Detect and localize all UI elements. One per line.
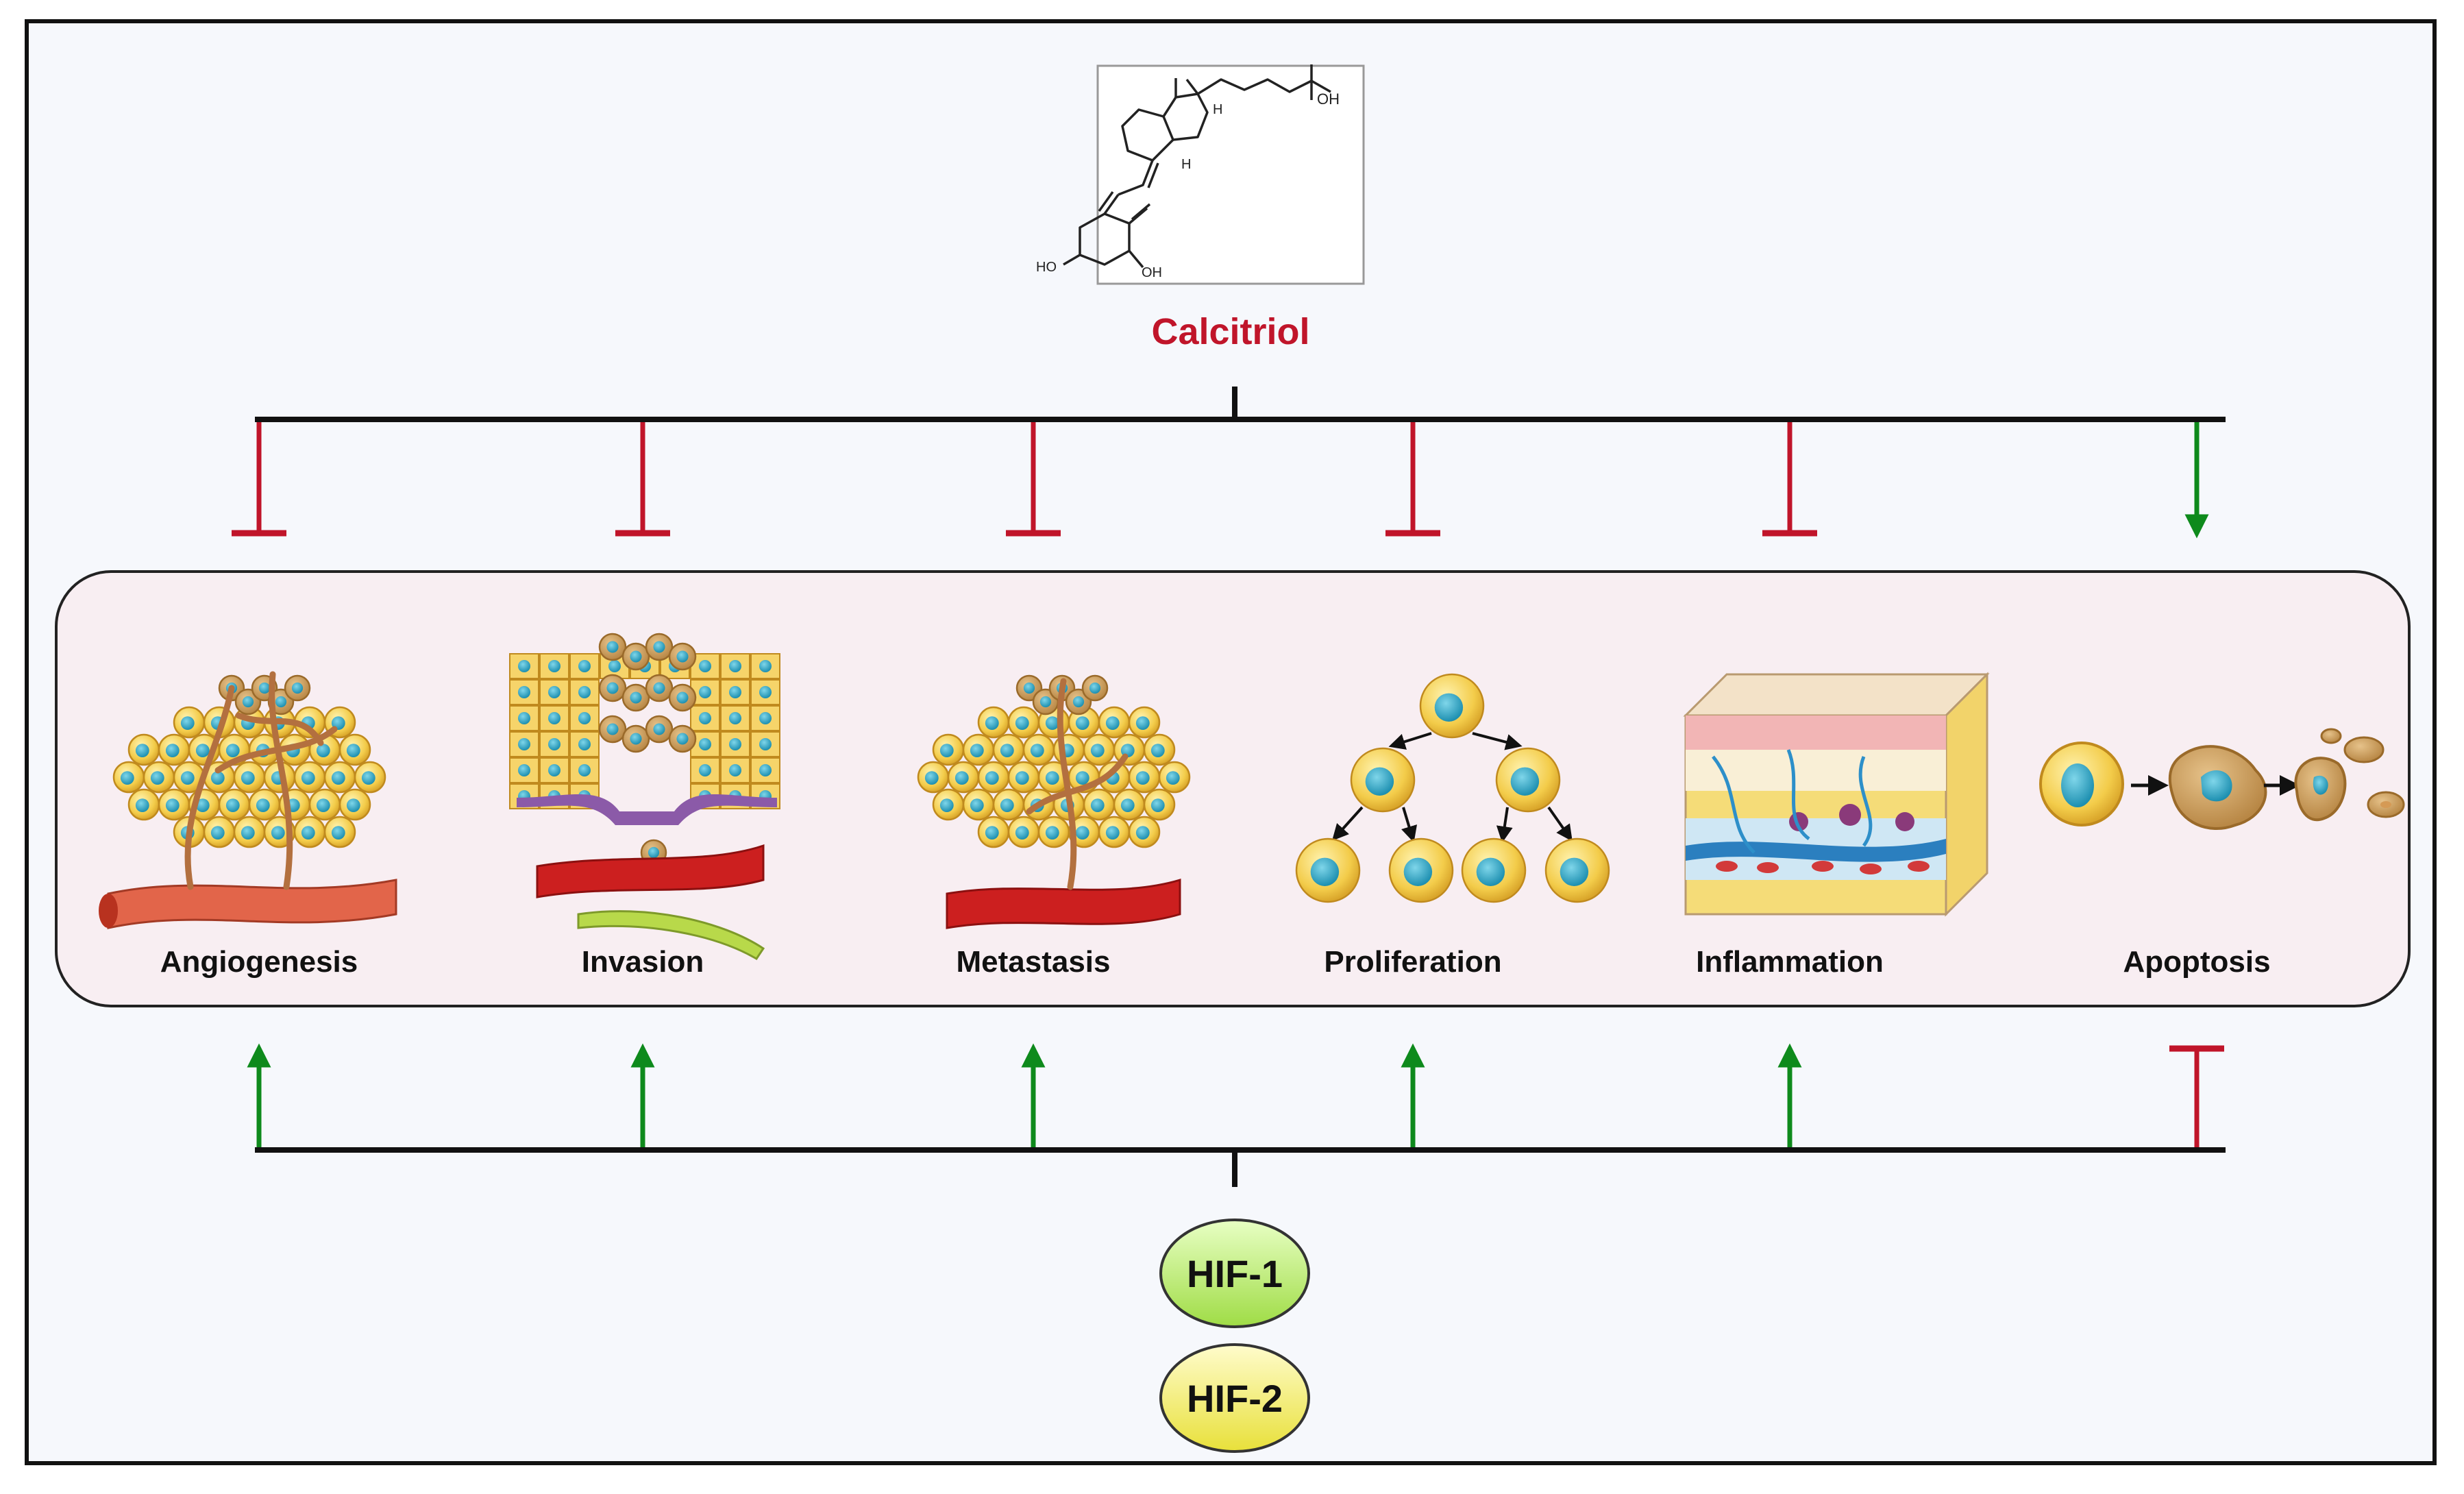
top-bracket	[255, 387, 2226, 422]
calcitriol-inhibit-proliferation	[1385, 422, 1440, 537]
hif-1-label: HIF-1	[1187, 1252, 1283, 1295]
process-labels: Angiogenesis Invasion Metastasis Proliferat…	[160, 945, 2271, 979]
process-label-metastasis: Metastasis	[956, 945, 1110, 979]
tumor-vessel-icon	[99, 671, 397, 929]
process-label-angiogenesis: Angiogenesis	[160, 945, 358, 979]
structure-oh-label: OH	[1317, 90, 1340, 108]
cell-division-icon	[1295, 673, 1610, 903]
process-label-proliferation: Proliferation	[1324, 945, 1501, 979]
structure-h-label: H	[1181, 157, 1191, 172]
calcitriol-effects	[232, 422, 2209, 539]
invasion-icon	[509, 633, 780, 961]
structure-oh-label: OH	[1142, 265, 1162, 280]
process-label-apoptosis: Apoptosis	[2123, 945, 2270, 979]
diagram-canvas: OH H H HO OH Calcitriol	[55, 64, 2411, 1453]
calcitriol-inhibit-invasion	[615, 422, 670, 537]
calcitriol-inhibit-inflammation	[1762, 422, 1817, 537]
calcitriol-inhibit-angiogenesis	[232, 422, 286, 537]
compound-name: Calcitriol	[1151, 311, 1309, 352]
hif-2-label: HIF-2	[1187, 1377, 1283, 1420]
apoptosis-icon	[2039, 728, 2405, 830]
process-label-invasion: Invasion	[582, 945, 704, 979]
inflamed-tissue-icon	[1683, 672, 1990, 917]
hif-2-node: HIF-2	[1159, 1343, 1310, 1453]
process-label-inflammation: Inflammation	[1696, 945, 1884, 979]
hif-effects	[247, 1043, 2224, 1147]
metastasis-icon	[917, 674, 1191, 929]
hif-1-node: HIF-1	[1159, 1219, 1310, 1328]
calcitriol-inhibit-metastasis	[1006, 422, 1061, 537]
figure-frame: OH H H HO OH Calcitriol	[25, 19, 2437, 1465]
hif-inhibit-apoptosis	[2169, 1045, 2224, 1147]
structure-ho-label: HO	[1036, 260, 1057, 275]
bottom-bracket	[255, 1147, 2226, 1187]
structure-h-label: H	[1213, 102, 1222, 117]
chemical-structure: OH H H HO OH	[1036, 64, 1365, 285]
